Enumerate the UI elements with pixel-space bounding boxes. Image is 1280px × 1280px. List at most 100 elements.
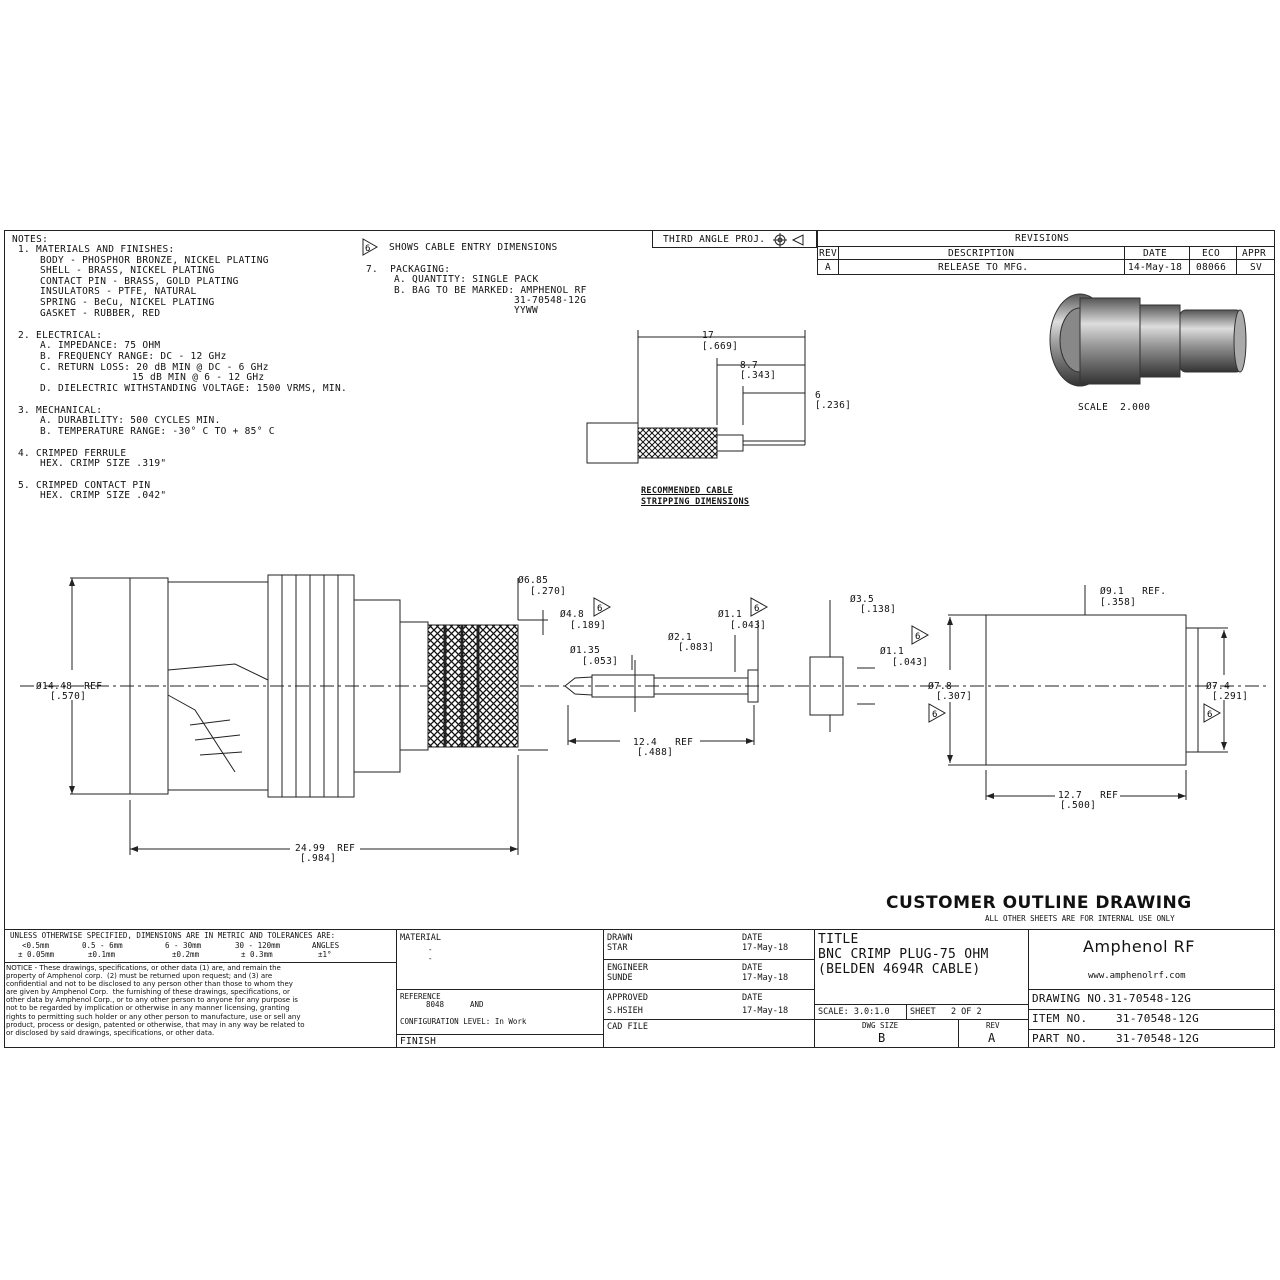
dim-label: Ø2.1 <box>668 632 693 643</box>
revisions-title: REVISIONS <box>1015 233 1070 244</box>
drawn-label: DRAWN <box>607 933 633 943</box>
scale-value: SCALE: 3.0:1.0 <box>818 1007 890 1017</box>
note-2-item: 15 dB MIN @ 6 - 12 GHz <box>132 372 265 383</box>
approved-label: APPROVED <box>607 993 648 1003</box>
drawing-sheet <box>4 230 1275 1048</box>
note-6: SHOWS CABLE ENTRY DIMENSIONS <box>389 242 558 253</box>
tolerance-range: ANGLES <box>312 941 340 950</box>
note-1-item: BODY - PHOSPHOR BRONZE, NICKEL PLATING <box>40 255 269 266</box>
flag-number: 6 <box>915 632 920 642</box>
dim-label: Ø4.8 <box>560 609 585 620</box>
tolerance-value: ± 0.05mm <box>18 950 55 959</box>
dim-inch: [.043] <box>892 657 929 668</box>
note-1: 1. MATERIALS AND FINISHES: <box>18 244 175 255</box>
strip-dim-inch: [.343] <box>740 370 777 381</box>
part-no-label: PART NO. <box>1032 1032 1088 1045</box>
note-1-item: INSULATORS - PTFE, NATURAL <box>40 286 197 297</box>
title-line-1: BNC CRIMP PLUG-75 OHM <box>818 947 989 962</box>
tolerance-range: 0.5 - 6mm <box>82 941 123 950</box>
flag-number: 6 <box>932 710 937 720</box>
iso-scale: SCALE 2.000 <box>1078 402 1151 413</box>
strip-dim-inch: [.236] <box>815 400 852 411</box>
note-5: 5. CRIMPED CONTACT PIN <box>18 480 151 491</box>
dim-label: Ø6.85 <box>518 575 549 586</box>
note-3-item: A. DURABILITY: 500 CYCLES MIN. <box>40 415 221 426</box>
projection-box: THIRD ANGLE PROJ. <box>652 230 817 248</box>
approved-name: S.HSIEH <box>607 1006 643 1016</box>
rev-header: ECO <box>1202 248 1221 259</box>
dim-inch: [.138] <box>860 604 897 615</box>
revisions-frame <box>817 230 1275 275</box>
note-2-item: D. DIELECTRIC WITHSTANDING VOLTAGE: 1500… <box>40 383 347 394</box>
internal-use-note: ALL OTHER SHEETS ARE FOR INTERNAL USE ON… <box>985 914 1175 923</box>
dim-inch: [.291] <box>1212 691 1249 702</box>
dim-inch: [.189] <box>570 620 607 631</box>
material-label: MATERIAL <box>400 933 441 943</box>
main-assembly-view: 6 6 6 6 6 <box>20 574 1270 855</box>
note-7-item: B. BAG TO BE MARKED: AMPHENOL RF <box>394 285 587 296</box>
note-3: 3. MECHANICAL: <box>18 405 103 416</box>
rev-cell: RELEASE TO MFG. <box>938 262 1029 273</box>
part-no-value: 31-70548-12G <box>1116 1032 1200 1045</box>
dwg-size-value: B <box>878 1031 886 1045</box>
reference-value: AND <box>470 1000 484 1009</box>
cad-file-label: CAD FILE <box>607 1022 648 1032</box>
dim-label: Ø1.35 <box>570 645 601 656</box>
flag-number: 6 <box>365 244 370 254</box>
note-4-item: HEX. CRIMP SIZE .319" <box>40 458 167 469</box>
drawn-name: STAR <box>607 943 628 953</box>
drawn-date: 17-May-18 <box>742 943 789 953</box>
dim-label: Ø3.5 <box>850 594 875 605</box>
dim-label: Ø1.1 <box>880 646 905 657</box>
note-5-item: HEX. CRIMP SIZE .042" <box>40 490 167 501</box>
note-6-flag-icon: 6 <box>362 238 379 256</box>
tolerance-range: 6 - 30mm <box>165 941 202 950</box>
rev-header: DESCRIPTION <box>948 248 1015 259</box>
note-4: 4. CRIMPED FERRULE <box>18 448 127 459</box>
note-1-item: GASKET - RUBBER, RED <box>40 308 161 319</box>
rev-header: DATE <box>1143 248 1168 259</box>
rev-cell: 14-May-18 <box>1128 262 1183 273</box>
projection-label: THIRD ANGLE PROJ. <box>663 234 766 245</box>
rev-cell: 08066 <box>1196 262 1227 273</box>
company-website: www.amphenolrf.com <box>1088 971 1186 981</box>
rev-label: REV <box>986 1021 1000 1030</box>
dim-label: 12.7 REF <box>1058 790 1119 801</box>
drawing-number: DRAWING NO.31-70548-12G <box>1032 992 1192 1005</box>
material-value: - <box>428 954 433 963</box>
strip-dim-inch: [.669] <box>702 341 739 352</box>
dim-label: Ø7.8 <box>928 681 953 692</box>
dim-inch: [.488] <box>637 747 674 758</box>
item-no-value: 31-70548-12G <box>1116 1012 1200 1025</box>
strip-caption: STRIPPING DIMENSIONS <box>641 497 750 507</box>
note-2-item: A. IMPEDANCE: 75 OHM <box>40 340 161 351</box>
flag-number: 6 <box>597 604 602 614</box>
dim-inch: [.500] <box>1060 800 1097 811</box>
tolerance-range: 30 - 120mm <box>235 941 281 950</box>
rev-value: A <box>988 1031 996 1045</box>
note-1-item: SPRING - BeCu, NICKEL PLATING <box>40 297 215 308</box>
dim-label: Ø1.1 <box>718 609 743 620</box>
dim-inch: [.358] <box>1100 597 1137 608</box>
item-no-label: ITEM NO. <box>1032 1012 1088 1025</box>
dim-label: Ø14.48 REF <box>36 681 103 692</box>
dim-label: 12.4 REF <box>633 737 694 748</box>
dim-inch: [.984] <box>300 853 337 864</box>
note-3-item: B. TEMPERATURE RANGE: -30° C TO + 85° C <box>40 426 275 437</box>
dim-label: Ø9.1 REF. <box>1100 586 1167 597</box>
cable-stripping-diagram <box>586 330 806 464</box>
flag-number: 6 <box>754 604 759 614</box>
approved-date-label: DATE <box>742 993 763 1003</box>
connector-isometric-view <box>1049 293 1247 387</box>
note-2-item: C. RETURN LOSS: 20 dB MIN @ DC - 6 GHz <box>40 362 269 373</box>
rev-cell: SV <box>1250 262 1263 273</box>
note-1-item: CONTACT PIN - BRASS, GOLD PLATING <box>40 276 239 287</box>
note-7: 7. PACKAGING: <box>366 264 451 275</box>
dim-inch: [.307] <box>936 691 973 702</box>
tolerance-value: ±0.2mm <box>172 950 200 959</box>
tolerance-value: ±0.1mm <box>88 950 116 959</box>
dim-inch: [.043] <box>730 620 767 631</box>
note-7-code: YYWW <box>514 305 539 316</box>
sheet-value: SHEET 2 OF 2 <box>910 1007 982 1017</box>
notice-text: NOTICE - These drawings, specifications,… <box>6 964 305 1037</box>
